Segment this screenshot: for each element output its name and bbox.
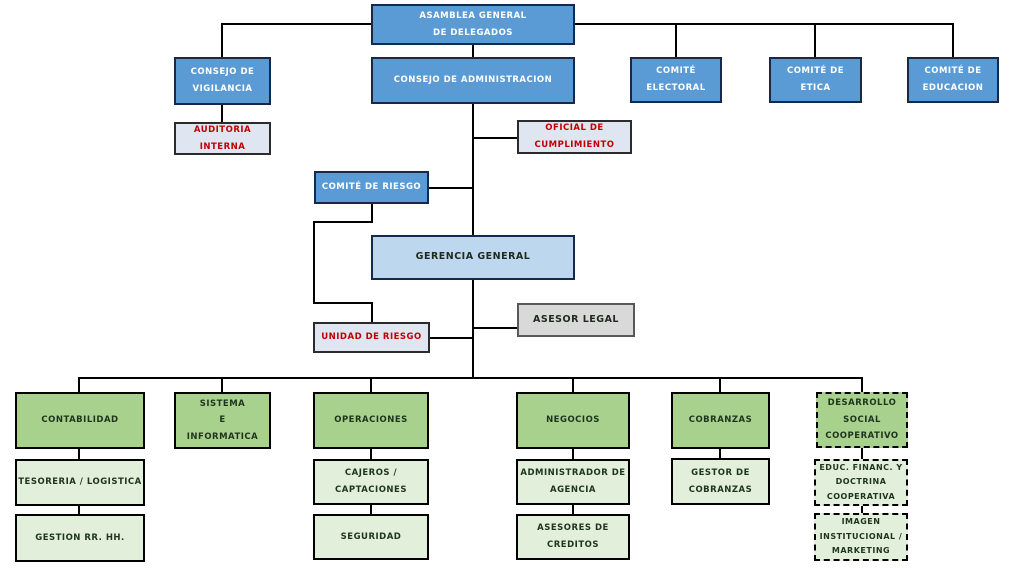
node-comite-educacion: COMITÉ DE EDUCACION [907, 57, 999, 103]
connector-line [814, 23, 816, 57]
node-operaciones: OPERACIONES [313, 392, 429, 449]
connector-line [572, 448, 574, 460]
connector-line [79, 377, 863, 379]
node-educ-financ-doctrina: EDUC. FINANC. Y DOCTRINA COOPERATIVA [814, 459, 908, 506]
node-administrador-agencia: ADMINISTRADOR DE AGENCIA [516, 459, 630, 505]
connector-line [78, 377, 80, 392]
connector-line [472, 137, 517, 139]
node-contabilidad: CONTABILIDAD [15, 392, 145, 449]
node-asesor-legal: ASESOR LEGAL [517, 303, 635, 337]
node-consejo-vigilancia: CONSEJO DE VIGILANCIA [174, 57, 271, 105]
connector-line [221, 23, 223, 57]
node-oficial-cumplimiento: OFICIAL DE CUMPLIMIENTO [517, 120, 632, 154]
node-consejo-administracion: CONSEJO DE ADMINISTRACION [371, 57, 575, 104]
connector-line [952, 23, 954, 57]
node-auditoria-interna: AUDITORIA INTERNA [174, 122, 271, 155]
connector-line [472, 104, 474, 235]
connector-line [221, 105, 223, 122]
node-cajeros-captaciones: CAJEROS / CAPTACIONES [313, 459, 429, 505]
connector-line [572, 504, 574, 515]
node-imagen-institucional-marketing: IMAGEN INSTITUCIONAL / MARKETING [814, 513, 908, 561]
node-gestor-cobranzas: GESTOR DE COBRANZAS [671, 458, 770, 505]
connector-line [78, 505, 80, 515]
connector-line [861, 447, 863, 460]
connector-line [861, 505, 863, 514]
node-comite-etica: COMITÉ DE ETICA [769, 57, 862, 103]
connector-line [370, 504, 372, 515]
connector-line [370, 377, 372, 392]
connector-line [675, 23, 677, 57]
connector-line [574, 23, 954, 25]
connector-line [572, 377, 574, 392]
connector-line [221, 23, 373, 25]
node-comite-riesgo: COMITÉ DE RIESGO [314, 171, 429, 204]
node-gerencia-general: GERENCIA GENERAL [371, 235, 575, 280]
connector-line [429, 187, 473, 189]
node-negocios: NEGOCIOS [516, 392, 630, 449]
connector-line [370, 448, 372, 460]
node-asamblea-general: ASAMBLEA GENERAL DE DELEGADOS [371, 4, 575, 45]
node-desarrollo-social-cooperativo: DESARROLLO SOCIAL COOPERATIVO [816, 392, 908, 448]
connector-line [313, 221, 315, 304]
connector-line [472, 45, 474, 57]
connector-line [313, 302, 373, 304]
connector-line [221, 377, 223, 392]
connector-line [371, 204, 373, 223]
node-cobranzas: COBRANZAS [671, 392, 770, 449]
connector-line [719, 377, 721, 392]
connector-line [472, 327, 517, 329]
connector-line [861, 377, 863, 392]
node-gestion-rrhh: GESTION RR. HH. [15, 514, 145, 562]
node-asesores-creditos: ASESORES DE CREDITOS [516, 514, 630, 560]
connector-line [78, 448, 80, 459]
node-unidad-riesgo: UNIDAD DE RIESGO [313, 322, 430, 353]
connector-line [719, 448, 721, 459]
node-tesoreria-logistica: TESORERIA / LOGISTICA [15, 459, 145, 506]
connector-line [313, 221, 373, 223]
node-sistema-informatica: SISTEMA E INFORMATICA [174, 392, 271, 449]
node-comite-electoral: COMITÉ ELECTORAL [630, 57, 722, 103]
connector-line [371, 302, 373, 322]
connector-line [430, 337, 473, 339]
node-seguridad: SEGURIDAD [313, 514, 429, 560]
